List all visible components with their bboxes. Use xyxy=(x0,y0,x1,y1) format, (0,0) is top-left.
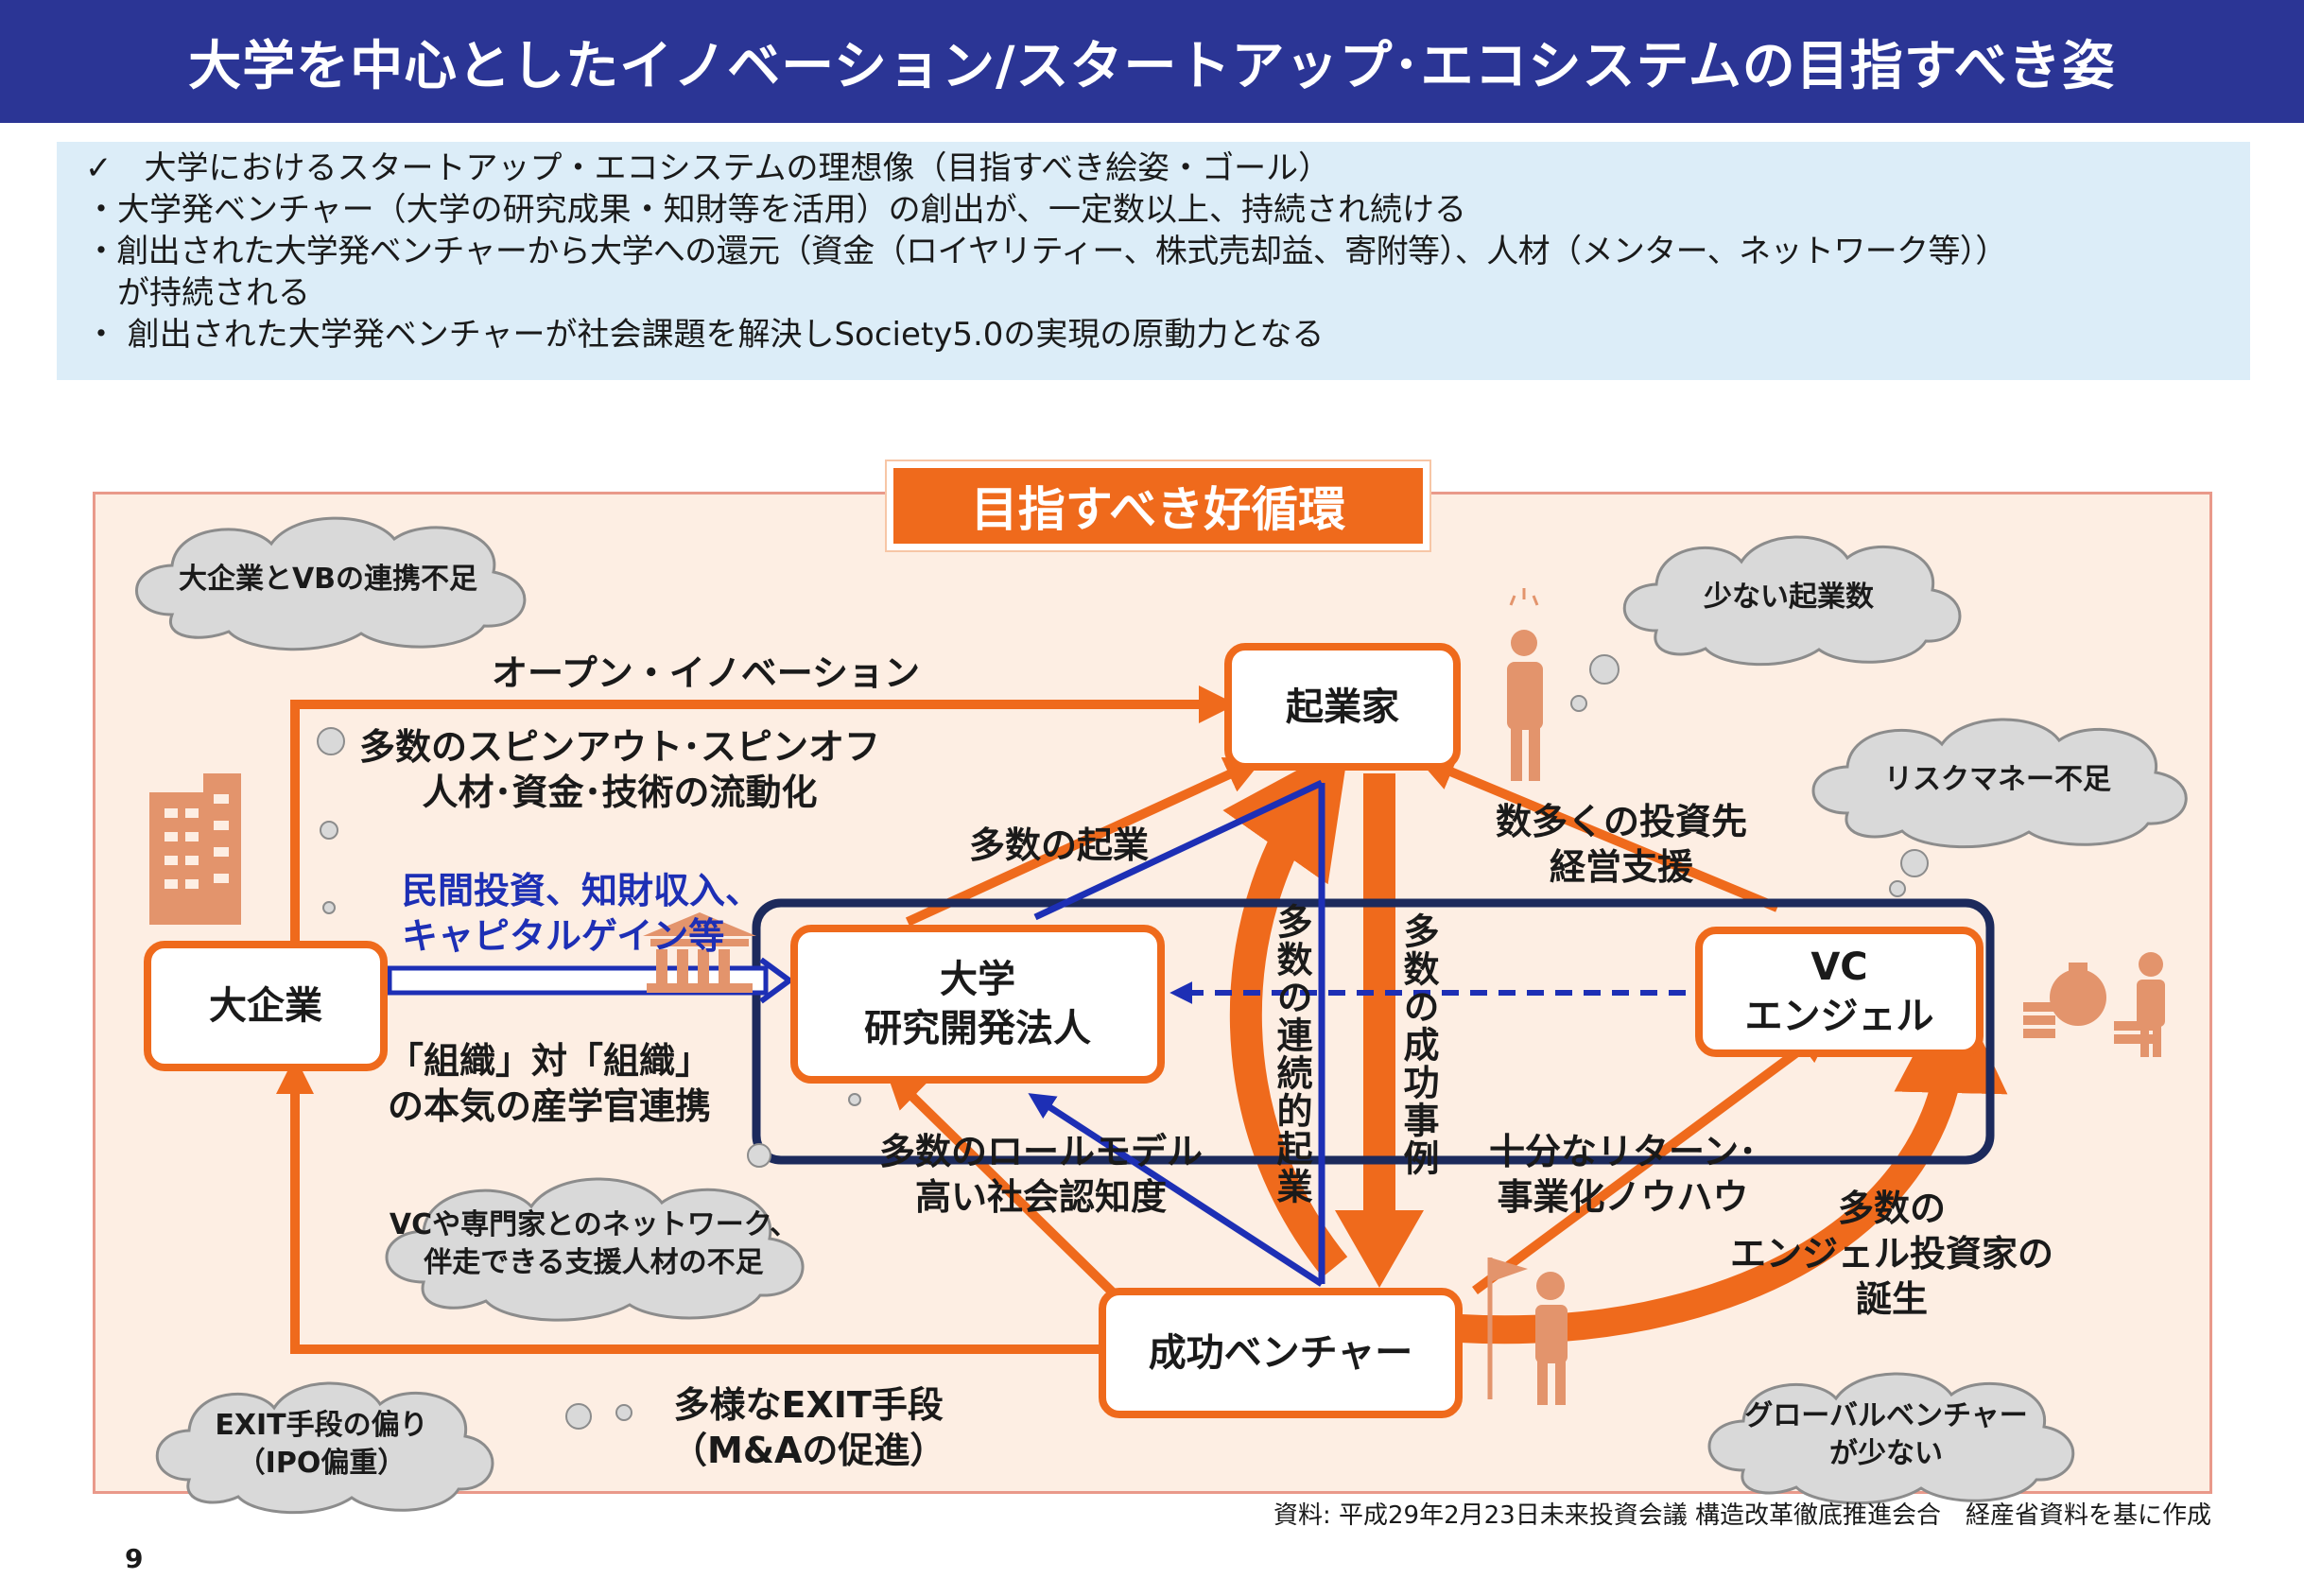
label-line: 「組織」対「組織」 xyxy=(388,1040,712,1082)
label-serial-startups: 多数の連続的起業 xyxy=(1271,903,1312,1206)
label-line: 経営支援 xyxy=(1550,846,1694,888)
label-many-startups: 多数の起業 xyxy=(969,824,1150,866)
goal-line: ・創出された大学発ベンチャーから大学への還元（資金（ロイヤリティー、株式売却益、… xyxy=(85,233,2007,270)
label-line: 誕生 xyxy=(1856,1278,1929,1320)
label-success-cases: 多数の成功事例 xyxy=(1397,912,1439,1177)
label-open-innovation: オープン・イノベーション xyxy=(492,652,920,694)
label-line: 多様なEXIT手段 xyxy=(673,1384,944,1426)
label-line: （M&Aの促進） xyxy=(671,1430,946,1471)
goal-line: ・大学発ベンチャー（大学の研究成果・知財等を活用）の創出が、一定数以上、持続され… xyxy=(85,191,1466,229)
node-label: エンジェル xyxy=(1744,995,1934,1038)
node-vc-angel: VC エンジェル xyxy=(1695,927,1984,1057)
page-number: 9 xyxy=(125,1543,144,1574)
label-line: 十分なリターン･ xyxy=(1489,1131,1758,1172)
cloud-text: （IPO偏重） xyxy=(236,1446,407,1480)
university-icon xyxy=(643,912,756,993)
node-label: 大企業 xyxy=(209,984,322,1028)
label-line: の本気の産学官連携 xyxy=(388,1085,712,1127)
cloud-global-ventures: グローバルベンチャーが少ない xyxy=(1683,1357,2089,1513)
label-role-models: 多数のロールモデル 高い社会認知度 xyxy=(879,1129,1203,1220)
node-university: 大学 研究開発法人 xyxy=(790,925,1165,1084)
cloud-text: EXIT手段の偏り xyxy=(215,1408,428,1442)
cloud-few-startups: 少ない起業数 xyxy=(1600,522,1978,673)
node-success-venture: 成功ベンチャー xyxy=(1099,1288,1463,1418)
cloud-text: VCや専門家とのネットワーク、 xyxy=(389,1207,799,1241)
thinking-person-icon xyxy=(1507,588,1543,781)
cloud-text: 大企業とVBの連携不足 xyxy=(178,562,478,596)
label-line: 多数のスピンアウト･スピンオフ xyxy=(359,726,881,768)
label-line: 多数の xyxy=(1838,1188,1947,1229)
cloud-text: が少ない xyxy=(1829,1436,1943,1470)
node-label: 起業家 xyxy=(1286,685,1399,729)
label-line: 人材･資金･技術の流動化 xyxy=(422,772,818,813)
node-large-company: 大企業 xyxy=(144,941,388,1071)
node-label: 研究開発法人 xyxy=(864,1007,1091,1050)
cloud-text: グローバルベンチャー xyxy=(1744,1398,2028,1432)
label-line: 事業化ノウハウ xyxy=(1497,1176,1749,1218)
cloud-text: 少ない起業数 xyxy=(1704,581,1874,614)
label-investment-support: 数多くの投資先 経営支援 xyxy=(1496,799,1747,890)
cloud-text: リスクマネー不足 xyxy=(1884,763,2111,796)
node-label: 成功ベンチャー xyxy=(1148,1331,1413,1375)
node-entrepreneur: 起業家 xyxy=(1224,643,1461,771)
label-private-investment: 民間投資、知財収入、 キャピタルゲイン等 xyxy=(402,868,761,959)
cloud-text: 伴走できる支援人材の不足 xyxy=(424,1245,764,1279)
cloud-exit-bias: EXIT手段の偏り （IPO偏重） xyxy=(132,1366,511,1522)
cloud-network-shortage: VCや専門家とのネットワーク、伴走できる支援人材の不足 xyxy=(357,1161,830,1327)
label-spinout: 多数のスピンアウト･スピンオフ 人材･資金･技術の流動化 xyxy=(359,724,880,815)
label-returns: 十分なリターン･ 事業化ノウハウ xyxy=(1489,1129,1757,1220)
goal-line: ・ 創出された大学発ベンチャーが社会課題を解決しSociety5.0の実現の原動… xyxy=(85,316,1325,354)
label-line: 数多くの投資先 xyxy=(1496,801,1748,842)
source-note: 資料: 平成29年2月23日未来投資会議 構造改革徹底推進会合 経産省資料を基に… xyxy=(1273,1501,2211,1530)
money-bag-icon xyxy=(2023,952,2165,1057)
cloud-risk-money: リスクマネー不足 xyxy=(1785,704,2210,856)
label-line: エンジェル投資家の xyxy=(1730,1233,2054,1275)
node-label: VC xyxy=(1810,945,1868,989)
label-org-collaboration: 「組織」対「組織」 の本気の産学官連携 xyxy=(388,1038,711,1129)
label-line: 多数のロールモデル xyxy=(879,1131,1204,1172)
cycle-heading: 目指すべき好循環 xyxy=(887,461,1429,550)
label-angel-investors: 多数の エンジェル投資家の 誕生 xyxy=(1730,1186,2053,1322)
flag-person-icon xyxy=(1487,1258,1568,1405)
goal-line: が持続される xyxy=(85,274,310,312)
cloud-collab-shortage: 大企業とVBの連携不足 xyxy=(106,501,550,657)
label-line: 高い社会認知度 xyxy=(915,1176,1168,1218)
node-label: 大学 xyxy=(940,958,1015,1001)
label-line: 民間投資、知財収入、 xyxy=(402,870,762,911)
goals-box: ✓ 大学におけるスタートアップ・エコシステムの理想像（目指すべき絵姿・ゴール） … xyxy=(57,142,2250,380)
goal-line: ✓ 大学におけるスタートアップ・エコシステムの理想像（目指すべき絵姿・ゴール） xyxy=(85,149,1331,187)
label-line: キャピタルゲイン等 xyxy=(402,915,725,957)
page-title: 大学を中心としたイノベーション/スタートアップ･エコシステムの目指すべき姿 xyxy=(0,0,2304,123)
label-exit-options: 多様なEXIT手段 （M&Aの促進） xyxy=(671,1382,945,1473)
building-icon xyxy=(149,773,241,925)
